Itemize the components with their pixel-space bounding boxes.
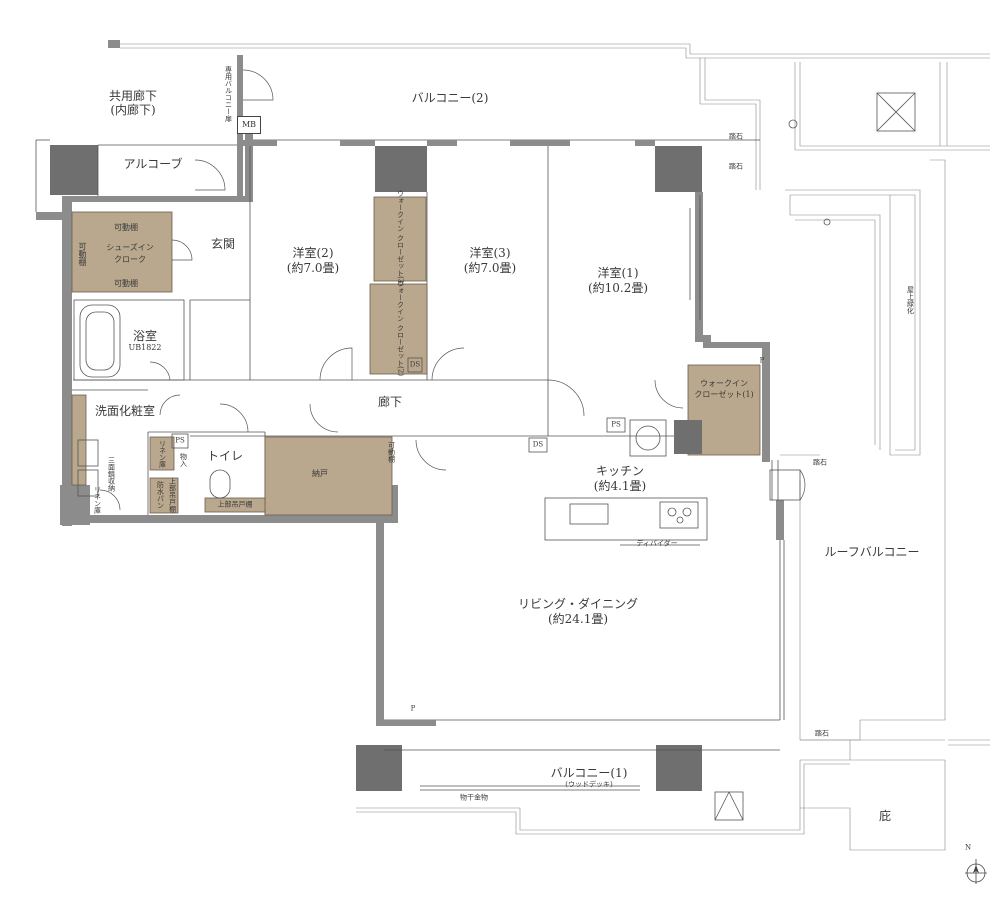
living-size-label: (約24.1畳) [547, 612, 609, 626]
roof-green-label: 屋上緑化 [906, 286, 915, 314]
p-label-2: P [410, 704, 416, 713]
window-frames [689, 208, 801, 501]
upper-cabinet-label: 上部吊戸棚 [168, 477, 177, 513]
entrance-label: 玄関 [210, 237, 236, 251]
shoes-in-closet-label2: クローク [114, 255, 146, 264]
ps-label-2: PS [175, 436, 185, 445]
kitchen-label: キッチン [595, 464, 645, 478]
room3-size-label: (約7.0畳) [463, 261, 517, 275]
stepping-stone-2: 踏石 [729, 162, 743, 171]
linen2-label: リネン庫 [93, 486, 102, 514]
storage-small-label: 物入 [179, 453, 188, 467]
wic3-label: ウォークイン クローゼット(3) [396, 189, 405, 287]
drying-hardware-label: 物干金物 [460, 793, 488, 802]
eaves-label: 庇 [878, 809, 892, 823]
bathroom-label: 浴室 [132, 329, 158, 343]
divider-label: ディバイダー [636, 539, 678, 548]
alcove-label: アルコーブ [123, 157, 183, 171]
balcony2-label: バルコニー(2) [411, 91, 489, 105]
wic1-label: ウォークイン [700, 379, 748, 388]
roof-balcony-label: ルーフバルコニー [824, 545, 920, 559]
living-label: リビング・ダイニング [517, 597, 639, 611]
mirror-storage-label: 三面鏡収納 [107, 456, 116, 492]
wic1b-label: クローゼット(1) [694, 390, 754, 399]
room2-size-label: (約7.0畳) [286, 261, 340, 275]
washroom-label: 洗面化粧室 [94, 404, 156, 418]
closets [71, 196, 761, 516]
common-corridor-label: 共用廊下 [108, 89, 158, 103]
bathroom-size-label: UB1822 [128, 343, 162, 352]
common-corridor-sub-label: (内廊下) [110, 103, 156, 117]
ps-label-1: PS [611, 420, 621, 429]
movable-shelf-bottom: 可動棚 [114, 279, 138, 288]
balcony1-outline [356, 745, 946, 851]
roof-balcony-outline [780, 159, 990, 761]
ds-label-1: DS [409, 360, 421, 369]
kitchen-fixtures [544, 419, 708, 546]
p-label-1: P [759, 356, 765, 365]
stepping-stone-3: 踏石 [813, 458, 827, 467]
north-label: N [964, 843, 972, 852]
movable-shelf-nando: 可動棚 [387, 441, 396, 463]
shoes-in-closet-label: シューズイン [106, 243, 154, 252]
private-balcony-door-label: 専用バルコニー扉 [224, 66, 233, 122]
linen-label: リネン庫 [158, 440, 167, 468]
room1-size-label: (約10.2畳) [587, 281, 649, 295]
movable-shelf-left: 可動棚 [78, 242, 87, 266]
room3-label: 洋室(3) [469, 246, 511, 260]
closet-nando-label: 納戸 [312, 469, 328, 478]
waterproof-pan-label: 防水パン [156, 481, 165, 509]
toilet-label: トイレ [206, 449, 244, 463]
room1-label: 洋室(1) [597, 266, 639, 280]
room2-label: 洋室(2) [292, 246, 334, 260]
doors [99, 69, 806, 511]
kitchen-size-label: (約4.1畳) [593, 479, 647, 493]
movable-shelf-top: 可動棚 [114, 223, 138, 232]
wic2-label: ウォークイン クローゼット(2) [396, 279, 405, 377]
balcony1-sub-label: (ウッドデッキ) [565, 780, 613, 789]
upper-cabinet-label2: 上部吊戸棚 [217, 500, 253, 509]
corridor-label: 廊下 [377, 395, 403, 409]
walls [35, 55, 785, 726]
balcony1-label: バルコニー(1) [550, 766, 628, 780]
north-compass-icon [965, 859, 987, 884]
stepping-stone-4: 踏石 [815, 729, 829, 738]
stepping-stone-1: 踏石 [729, 132, 743, 141]
bathroom-fixtures [73, 299, 626, 499]
ds-label-2: DS [532, 440, 544, 449]
balcony2-outline [108, 40, 990, 190]
mb-box: MB [237, 116, 261, 134]
mb-label: MB [241, 120, 257, 129]
